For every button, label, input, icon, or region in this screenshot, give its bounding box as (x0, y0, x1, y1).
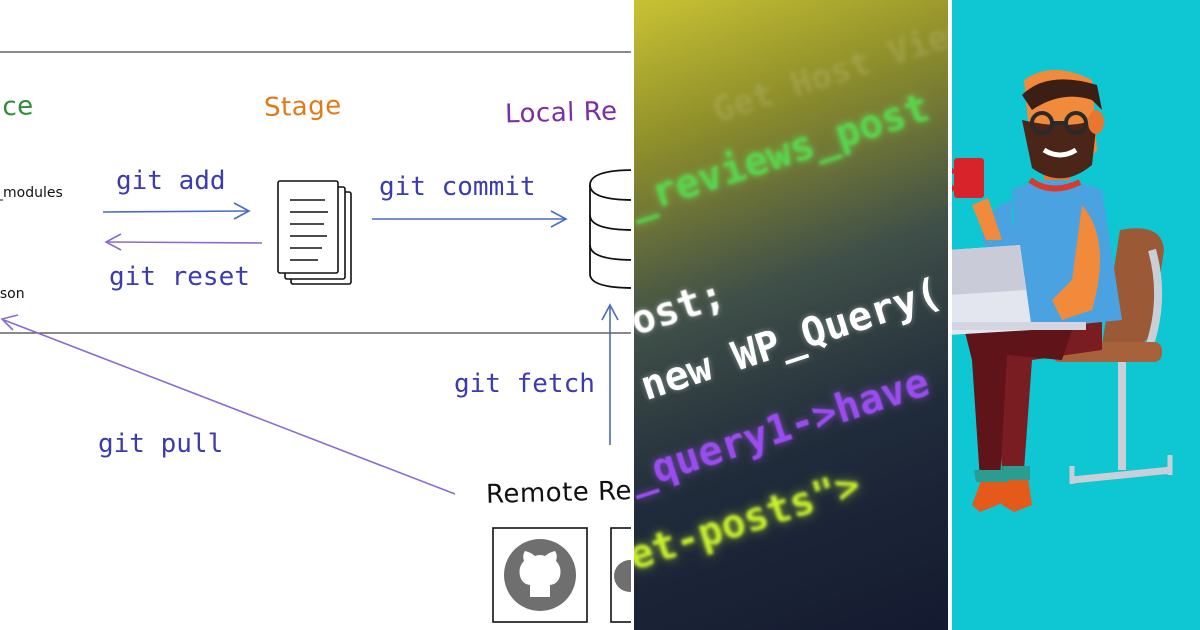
git-pull-arrow (0, 314, 456, 495)
code-closeup-photo: Get Host View _reviews_post ost; new WP_… (634, 0, 948, 630)
stage-label: Stage (263, 90, 343, 124)
code-line-3: ost; (634, 271, 731, 345)
git-add-command: git add (116, 166, 226, 196)
git-reset-command: git reset (109, 262, 250, 292)
git-fetch-arrow (601, 303, 619, 445)
json-file: json (0, 286, 25, 302)
git-pull-command: git pull (98, 429, 224, 459)
github-icon (492, 527, 588, 623)
git-fetch-command: git fetch (454, 369, 595, 399)
document-stack-icon (277, 180, 352, 285)
developer-figure (952, 70, 1173, 512)
git-commit-command: git commit (379, 172, 536, 202)
git-reset-arrow (104, 233, 263, 251)
gitlab-icon (610, 527, 634, 623)
developer-illustration (952, 0, 1200, 630)
panel-divider-left (631, 0, 635, 630)
laptop-icon (952, 245, 1086, 335)
git-add-arrow (102, 202, 251, 220)
node-modules-file: _modules (0, 185, 63, 201)
local-repo-label: Local Re (504, 96, 618, 130)
workspace-label: ace (0, 91, 35, 123)
git-workflow-diagram: ace Stage Local Re Remote Re _modules js… (0, 51, 634, 623)
git-commit-arrow (372, 210, 568, 228)
glasses-icon (1030, 111, 1088, 135)
database-icon (589, 169, 634, 289)
coffee-mug-icon (952, 158, 984, 198)
diagram-lines (0, 51, 634, 623)
panel-divider-right (948, 0, 952, 630)
remote-repo-label: Remote Re (485, 476, 633, 510)
